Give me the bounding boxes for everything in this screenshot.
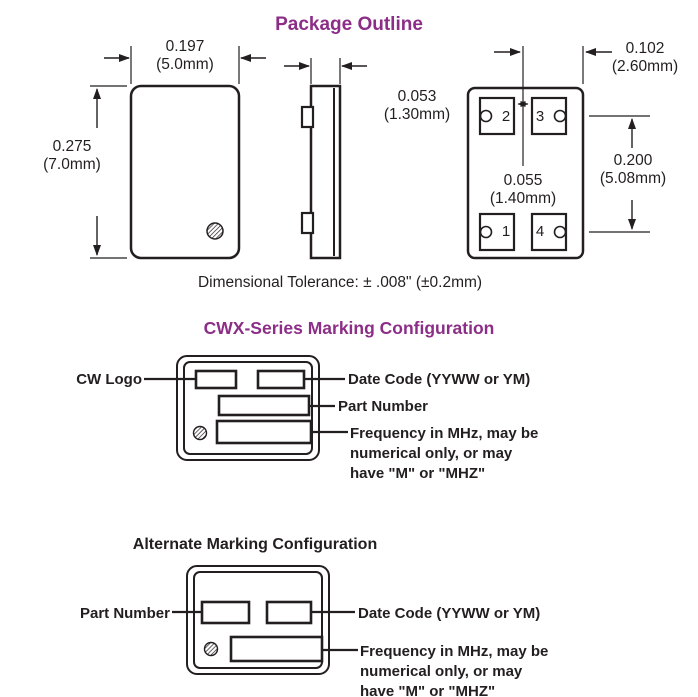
front-height-dimension: 0.275 (7.0mm)	[43, 138, 101, 173]
dimensional-tolerance: Dimensional Tolerance: ± .008" (±0.2mm)	[197, 274, 483, 291]
page-title: Package Outline	[275, 14, 423, 35]
alt-frequency-label: Frequency in MHz, may be numerical only,…	[360, 643, 549, 697]
alt-date-code-label: Date Code (YYWW or YM)	[358, 605, 541, 622]
castellation-pad4-icon	[553, 225, 567, 239]
pad-gap-dimension: 0.055 (1.40mm)	[489, 172, 557, 207]
castellation-pad2-icon	[479, 109, 493, 123]
pin1-dot-icon	[192, 425, 208, 441]
part-number-label: Part Number	[338, 398, 429, 415]
marking-leader-lines	[144, 377, 348, 434]
cw-logo-box	[194, 369, 238, 390]
alt-pin1-dot-icon	[203, 641, 219, 657]
castellation-pad3-icon	[553, 109, 567, 123]
pin1-indicator-icon	[206, 222, 224, 240]
side-view-body	[309, 84, 342, 260]
cw-logo-label: CW Logo	[76, 371, 142, 388]
part-number-box	[217, 394, 311, 417]
marking-package-outline	[176, 355, 320, 461]
alt-part-number-box	[200, 600, 251, 625]
alt-marking-package-outline	[186, 565, 330, 675]
frequency-box	[215, 419, 313, 445]
marking-config-title: CWX-Series Marking Configuration	[203, 318, 495, 338]
bottom-view-body	[466, 86, 585, 260]
side-view-pad-top	[300, 105, 315, 129]
date-code-box	[256, 369, 306, 390]
pin-4-label: 4	[535, 223, 545, 240]
side-view-pad-bottom	[300, 211, 315, 235]
alt-marking-config-title: Alternate Marking Configuration	[132, 536, 378, 553]
alt-part-number-label: Part Number	[79, 605, 170, 622]
castellation-pad1-icon	[479, 225, 493, 239]
pin-3-label: 3	[535, 108, 545, 125]
side-thickness-dimension: 0.053 (1.30mm)	[383, 88, 451, 123]
date-code-label: Date Code (YYWW or YM)	[348, 371, 531, 388]
side-thickness-dimension-lines	[284, 58, 367, 84]
pin-1-label: 1	[501, 223, 511, 240]
frequency-label: Frequency in MHz, may be numerical only,…	[350, 425, 539, 482]
front-view-body	[129, 84, 241, 260]
pad-pitch-dimension-lines	[589, 115, 650, 233]
front-width-dimension-lines	[104, 46, 266, 84]
front-height-dimension-lines	[90, 85, 127, 259]
alt-frequency-box	[229, 635, 324, 663]
front-width-dimension: 0.197 (5.0mm)	[156, 38, 214, 73]
alt-marking-leader-lines	[172, 610, 358, 652]
pad-offset-dimension: 0.102 (2.60mm)	[611, 40, 679, 75]
alt-date-code-box	[265, 600, 313, 625]
pin-2-label: 2	[501, 108, 511, 125]
pad-pitch-dimension: 0.200 (5.08mm)	[599, 152, 667, 187]
